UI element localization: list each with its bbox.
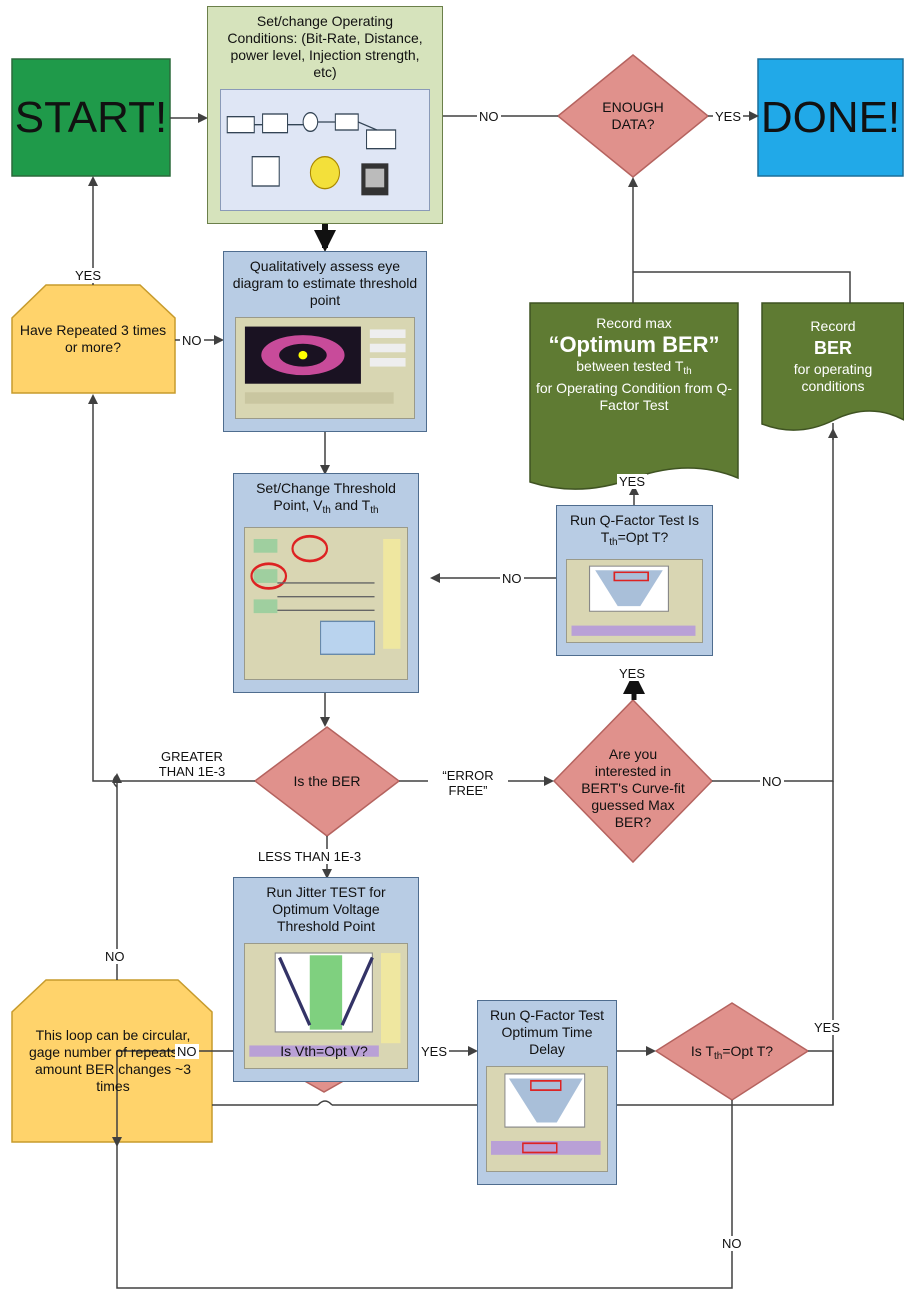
- edge-loop-hop: [112, 774, 118, 788]
- threshold-settings-thumbnail: [244, 527, 408, 680]
- label-enough-no: NO: [477, 109, 501, 124]
- label-tth-yes: YES: [812, 1020, 843, 1035]
- edge-tth-yes: [808, 1050, 834, 1105]
- set-conditions-box: Set/change Operating Conditions: (Bit-Ra…: [207, 6, 443, 224]
- assess-eye-text: Qualitatively assess eye diagram to esti…: [232, 258, 418, 308]
- qfactor-delay-thumbnail: [486, 1066, 608, 1172]
- start-label: START!: [14, 92, 168, 142]
- label-less-than: LESS THAN 1E-3: [256, 849, 364, 864]
- loop-note-text: This loop can be circular, gage number o…: [28, 1027, 198, 1094]
- record-ber-line1: Record: [810, 318, 856, 334]
- jitter-thumbnail: [244, 943, 408, 1069]
- done-terminal-shape: [757, 58, 904, 177]
- set-threshold-text: Set/Change Threshold Point, Vth and Tth: [256, 480, 396, 516]
- have-repeated-shape: [11, 284, 176, 394]
- run-qfactor-delay-text: Run Q-Factor Test Optimum Time Delay: [489, 1007, 605, 1057]
- label-repeat-no: NO: [180, 333, 204, 348]
- label-interested-yes: YES: [617, 666, 648, 681]
- enough-data-text: ENOUGH DATA?: [602, 99, 664, 132]
- record-max-text: Record max “Optimum BER” between tested …: [534, 315, 734, 414]
- edge-loop-hop2: [317, 1100, 333, 1106]
- run-qfactor-delay-box: Run Q-Factor Test Optimum Time Delay: [477, 1000, 617, 1185]
- edge-docs-join: [633, 271, 851, 303]
- label-interested-no: NO: [760, 774, 784, 789]
- label-greater-than: GREATER THAN 1E-3: [152, 749, 232, 779]
- run-qfactor-text: Run Q-Factor Test Is Tth=Opt T?: [570, 512, 699, 548]
- label-tth-no: NO: [720, 1236, 744, 1251]
- label-vth-no: NO: [175, 1044, 199, 1059]
- done-label: DONE!: [760, 92, 901, 142]
- record-max-emphasis: “Optimum BER”: [548, 332, 720, 357]
- label-error-free: “ERROR FREE”: [428, 768, 508, 798]
- loop-note-shape: [11, 979, 213, 1143]
- start-terminal-shape: [11, 58, 171, 177]
- label-qfactor-yes: YES: [617, 474, 648, 489]
- label-vth-yes: YES: [419, 1044, 450, 1059]
- start-terminal: START!: [12, 59, 170, 176]
- label-enough-yes: YES: [713, 109, 744, 124]
- assess-eye-box: Qualitatively assess eye diagram to esti…: [223, 251, 427, 432]
- label-qfactor-no: NO: [500, 571, 524, 586]
- run-jitter-box: Run Jitter TEST for Optimum Voltage Thre…: [233, 877, 419, 1082]
- set-threshold-box: Set/Change Threshold Point, Vth and Tth: [233, 473, 419, 693]
- record-ber-text: Record BER for operating conditions: [766, 318, 900, 395]
- interested-text: Are you interested in BERT's Curve-fit g…: [581, 746, 685, 830]
- record-max-line3: between tested Tth: [576, 358, 692, 377]
- is-vth-text: Is Vth=Opt V?: [280, 1043, 368, 1059]
- label-loop-no: NO: [103, 949, 127, 964]
- set-conditions-text: Set/change Operating Conditions: (Bit-Ra…: [227, 13, 423, 80]
- label-repeat-yes: YES: [73, 268, 104, 283]
- edge-interested-no: [712, 423, 834, 782]
- is-ber-text: Is the BER: [293, 773, 361, 789]
- run-jitter-text: Run Jitter TEST for Optimum Voltage Thre…: [266, 884, 386, 934]
- have-repeated-text: Have Repeated 3 times or more?: [19, 322, 167, 355]
- edge-vth-no: [112, 1050, 252, 1147]
- record-ber-document-shape: [761, 302, 904, 431]
- record-max-line1: Record max: [596, 315, 672, 331]
- record-ber-line3: for operating conditions: [793, 361, 873, 394]
- record-max-line4: for Operating Condition from Q-Factor Te…: [535, 380, 733, 413]
- done-terminal: DONE!: [758, 59, 903, 176]
- is-tth-text: Is Tth=Opt T?: [690, 1043, 774, 1062]
- eye-diagram-thumbnail: [234, 317, 416, 419]
- edge-tth-no: [116, 1100, 733, 1289]
- system-diagram-thumbnail: [220, 89, 430, 211]
- qfactor-thumbnail: [565, 559, 704, 643]
- record-ber-emphasis: BER: [813, 338, 852, 358]
- run-qfactor-box: Run Q-Factor Test Is Tth=Opt T?: [556, 505, 713, 656]
- edge-greater-than: [88, 394, 255, 782]
- interested-diamond: [552, 698, 714, 864]
